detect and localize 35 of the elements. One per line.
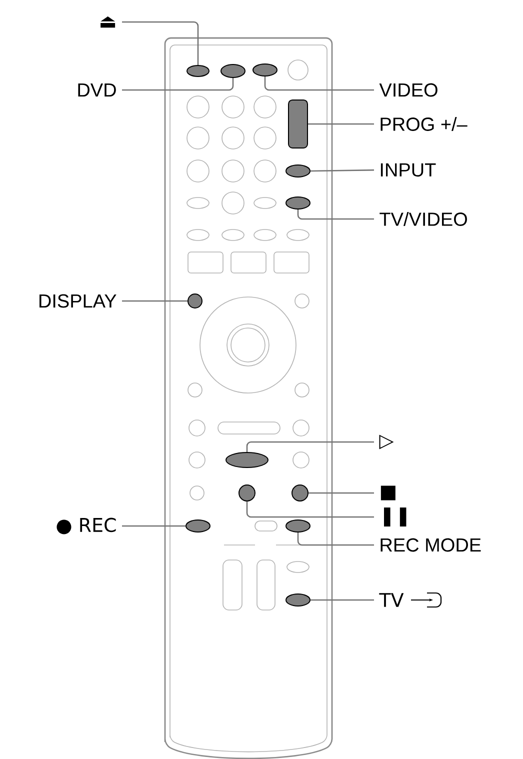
leader-line [310, 169, 374, 172]
button [286, 196, 310, 210]
leader-line [246, 502, 374, 518]
button [286, 520, 310, 532]
button [186, 520, 210, 532]
callout-label: TV/VIDEO [380, 212, 467, 226]
leader-line [122, 21, 199, 65]
callout-label: DISPLAY [40, 294, 116, 308]
leader-line [297, 532, 374, 546]
leader-line [122, 300, 188, 302]
button [220, 64, 246, 78]
callout-label: PROG +/– [380, 117, 468, 131]
leader-line [308, 123, 374, 125]
button [226, 452, 268, 468]
callout-label: VIDEO [379, 83, 438, 97]
button [186, 65, 210, 77]
callout-label: ■ [380, 486, 396, 500]
callout-label: ❚❚ [384, 508, 406, 526]
button [252, 64, 278, 76]
button [188, 294, 202, 308]
callout-label: ▷ [379, 434, 394, 450]
callout-label: DVD [78, 83, 116, 97]
callout-label: ● REC [56, 518, 116, 534]
leader-line [122, 525, 186, 527]
rocker-button [288, 100, 308, 148]
button [286, 594, 310, 606]
callout-label: TV [379, 593, 404, 607]
leader-line [310, 599, 374, 601]
callout-label: REC MODE [380, 538, 481, 552]
button [238, 484, 256, 502]
button [292, 484, 308, 502]
button [286, 164, 310, 178]
leader-line [308, 492, 374, 494]
callout-label: INPUT [380, 163, 436, 177]
callout-label: ⏏ [100, 16, 116, 28]
